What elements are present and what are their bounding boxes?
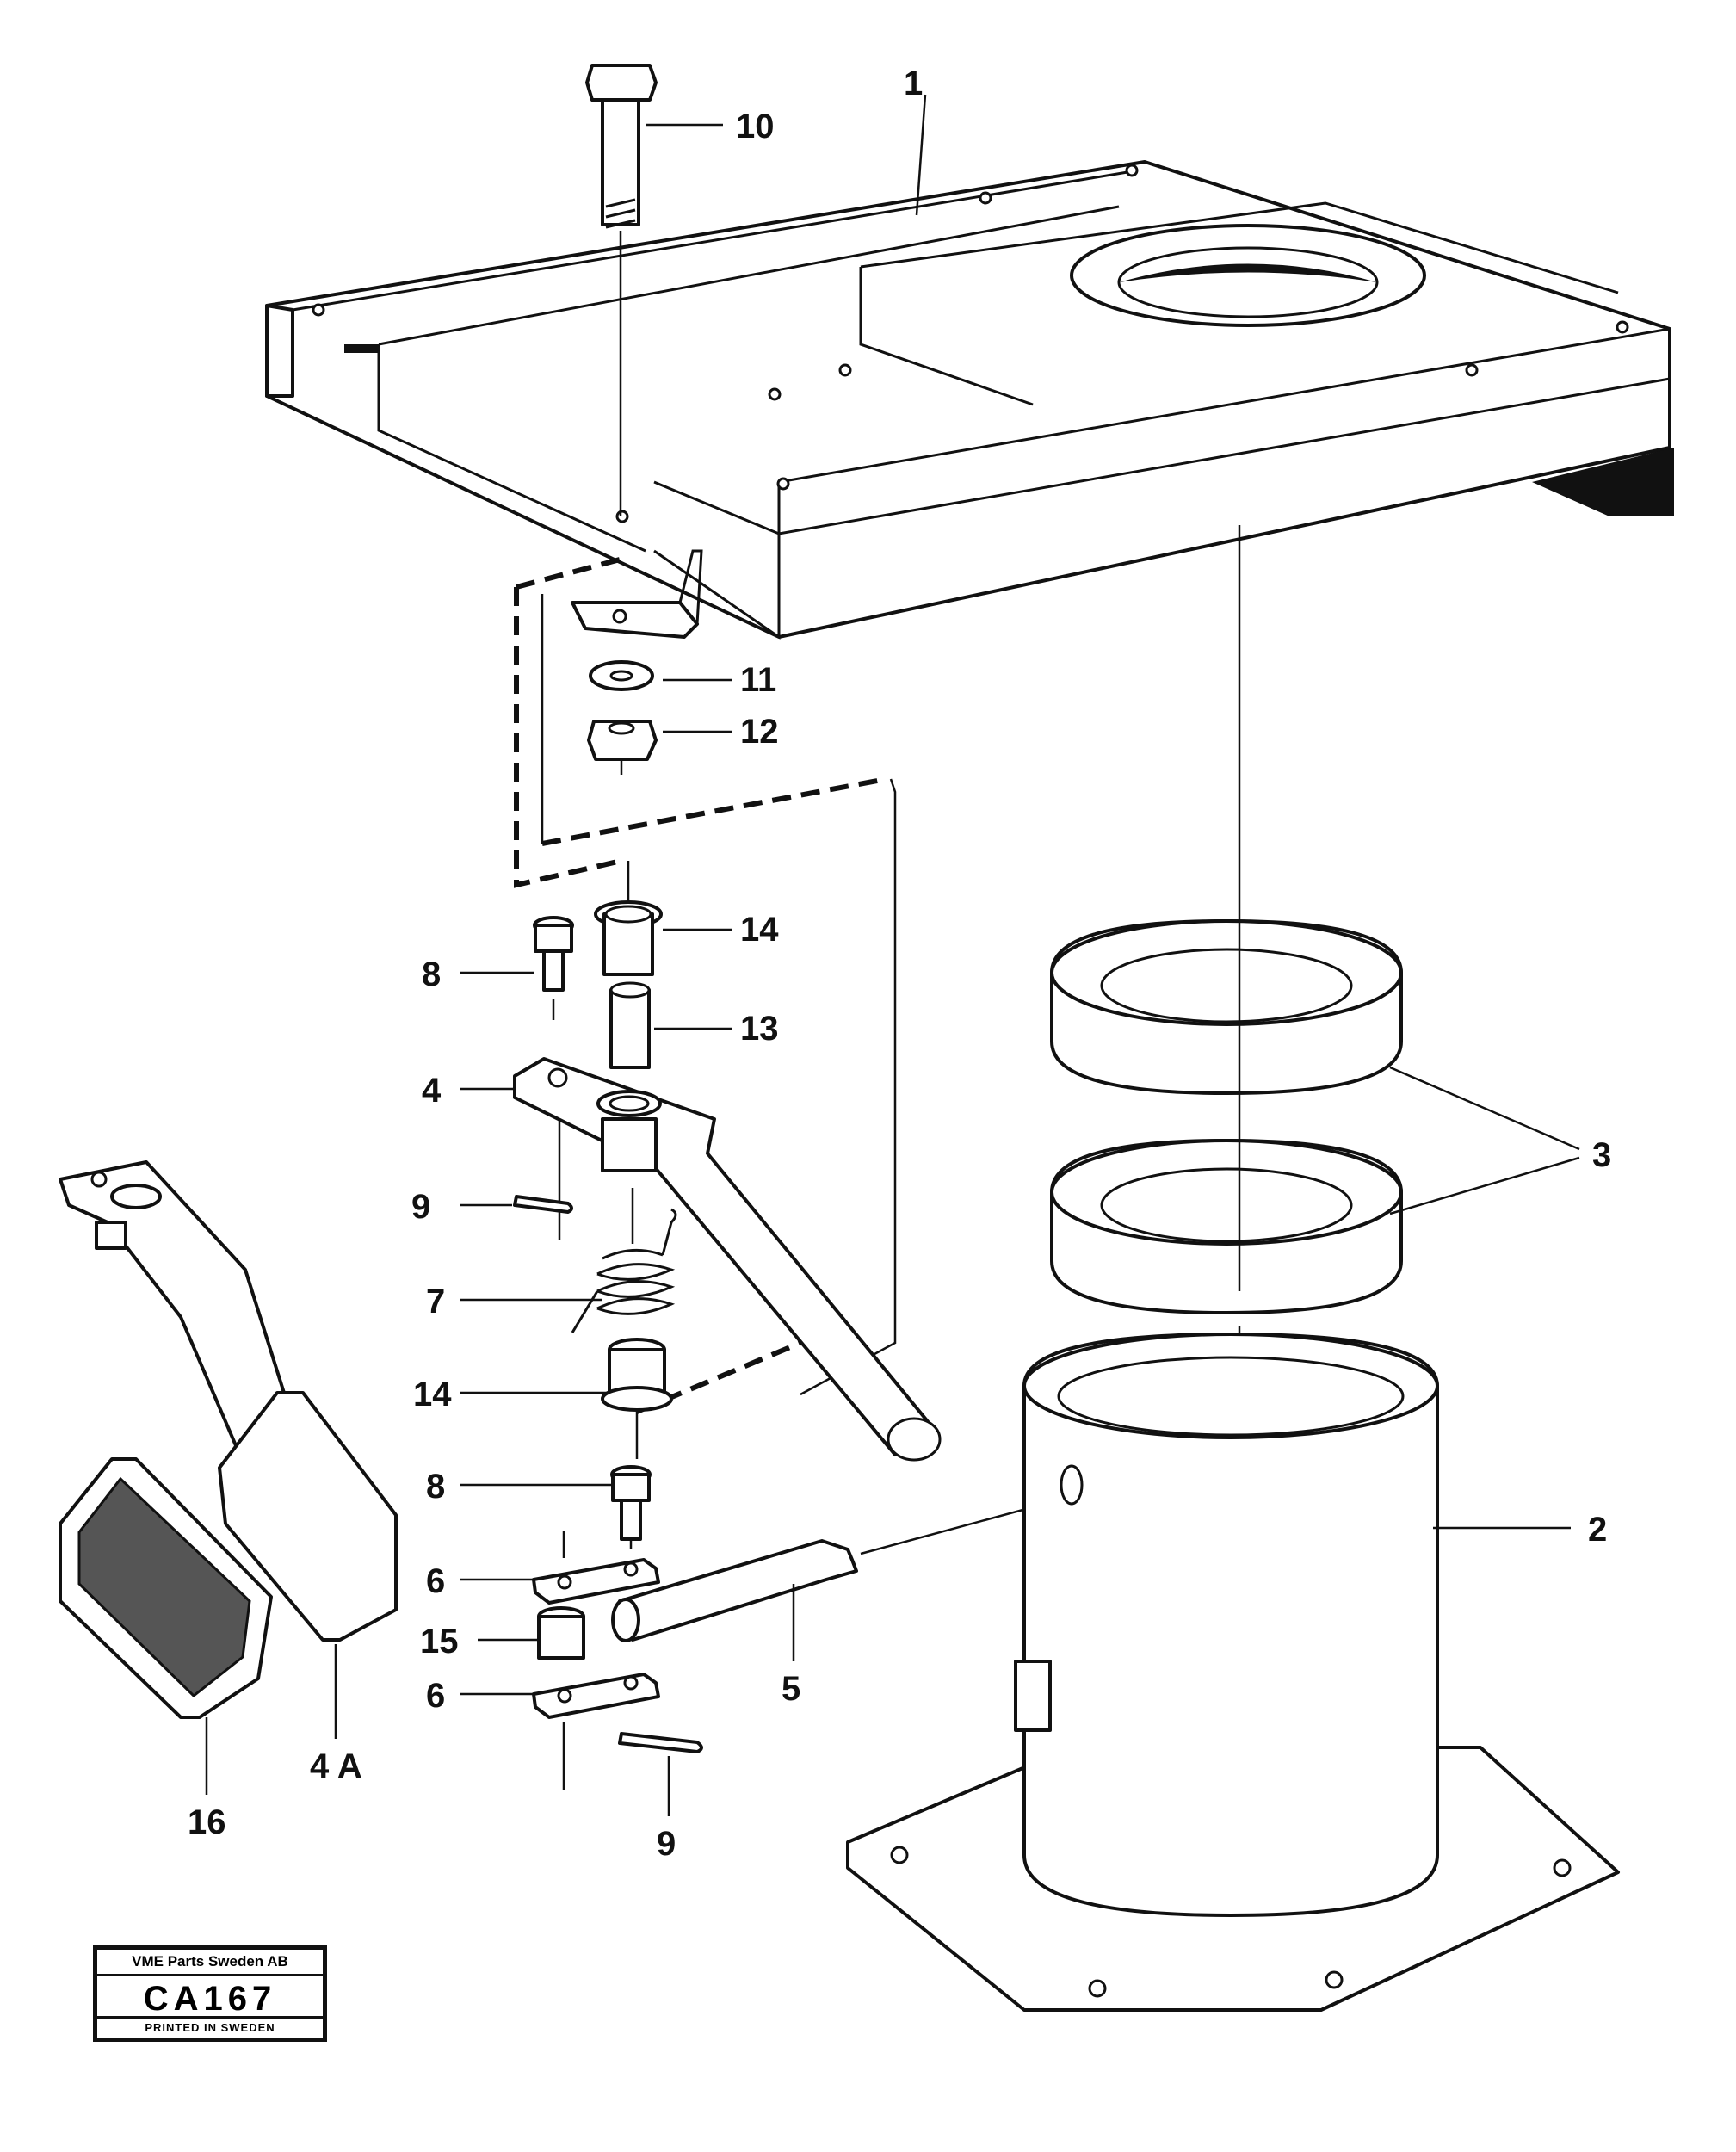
brake-pedal [59,1160,398,1795]
bearings [1050,525,1403,1412]
callout-13: 13 [740,1010,779,1048]
upper-pin [533,916,574,1020]
callout-16: 16 [188,1803,226,1841]
callout-6-lower: 6 [426,1677,445,1715]
callout-8-upper: 8 [422,955,441,993]
callout-7: 7 [426,1283,445,1320]
callout-6-upper: 6 [426,1562,445,1600]
lower-pin [610,1465,652,1549]
callout-11: 11 [740,661,776,699]
callout-10: 10 [736,108,775,145]
stamp-drawing-code: CA167 [143,1980,277,2018]
callout-14-upper: 14 [740,911,779,949]
link-plates [532,1531,660,1790]
drawing-stamp: VME Parts Sweden AB CA167 PRINTED IN SWE… [93,1945,327,2042]
pivot-shaft [611,1496,1068,1661]
callout-14-lower: 14 [413,1376,452,1413]
phantom-outline [514,557,897,1414]
column-housing [846,1333,1620,2012]
callout-12: 12 [740,713,779,751]
callout-8-lower: 8 [426,1468,445,1506]
upper-cotter-pin [513,1195,573,1214]
lower-bushing [601,1338,673,1459]
callout-4: 4 [422,1072,442,1110]
lower-cotter-pin [618,1732,703,1816]
upper-bushing-sleeve [594,861,663,1069]
spring [571,1188,677,1333]
bracket-washer-nut [571,549,703,775]
callout-5: 5 [782,1670,800,1708]
callout-4a: 4 A [310,1747,362,1785]
stamp-printed-note: PRINTED IN SWEDEN [97,2016,323,2038]
callout-3: 3 [1592,1136,1611,1174]
callout-15: 15 [420,1623,459,1660]
callout-9-upper: 9 [411,1188,430,1226]
callout-1: 1 [904,65,923,102]
callout-2: 2 [1588,1511,1607,1549]
lever [513,1057,942,1462]
floor-plate [265,160,1674,640]
callout-leaders [460,94,1580,1696]
callout-labels: 1 10 11 12 14 13 8 4 9 7 14 8 6 15 6 5 9… [188,65,1611,1863]
callout-9-lower: 9 [657,1825,676,1863]
stamp-company: VME Parts Sweden AB [97,1950,323,1976]
bolt [585,64,658,516]
